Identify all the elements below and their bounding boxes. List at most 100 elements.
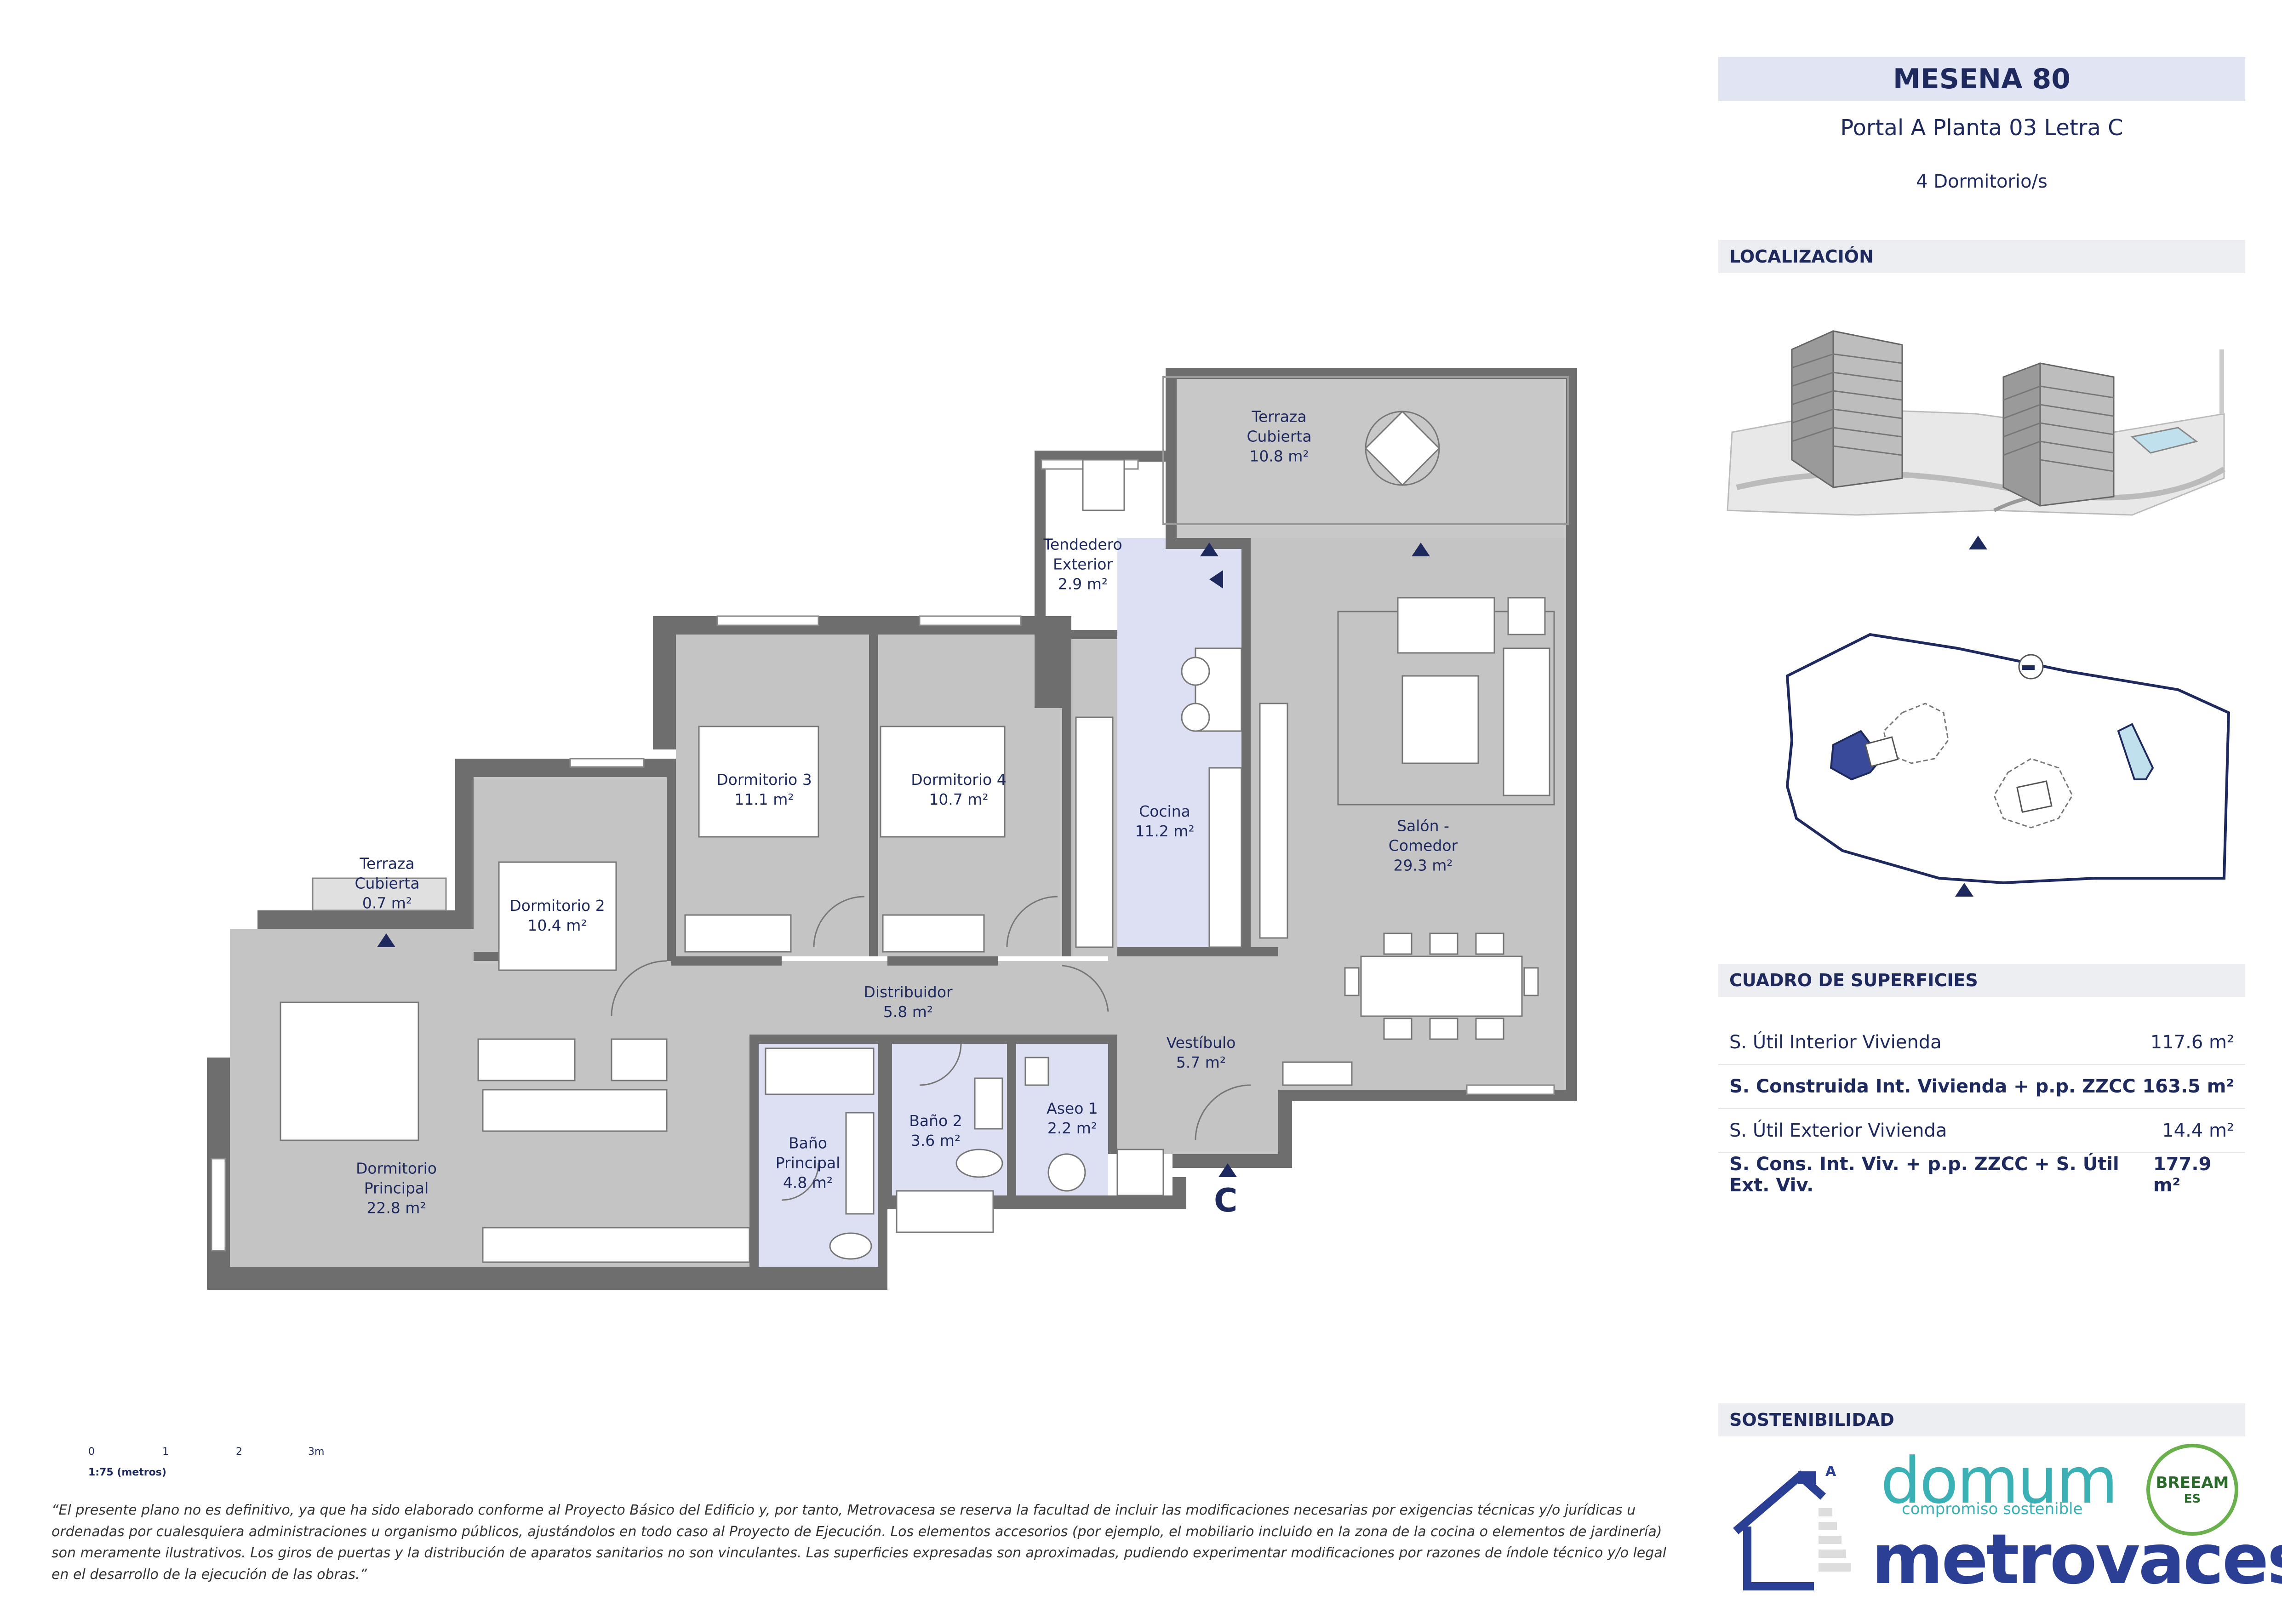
doors — [611, 896, 1251, 1201]
surface-value: 14.4 m² — [2162, 1120, 2234, 1141]
wardrobe — [482, 1089, 668, 1132]
room-cocina: Cocina 11.2 m² — [1135, 802, 1194, 841]
room-area: 5.7 m² — [1176, 1053, 1226, 1071]
room-name: Dormitorio 3 — [716, 771, 812, 789]
room-area: 3.6 m² — [910, 1132, 961, 1149]
energy-class-letter: A — [1825, 1464, 1836, 1480]
room-area: 10.4 m² — [527, 916, 587, 934]
room-name: Cocina — [1139, 802, 1190, 821]
arrow-up-icon — [1412, 543, 1430, 556]
room-bano-principal: Baño Principal 4.8 m² — [776, 1134, 841, 1193]
room-name: Dormitorio 4 — [911, 771, 1007, 789]
furniture — [280, 410, 1555, 1263]
entrance-letter: C — [1214, 1182, 1238, 1219]
wardrobe — [482, 1227, 750, 1263]
breeam-seal-text: BREEAM — [2156, 1474, 2229, 1492]
small-terrace — [312, 877, 447, 911]
unit-subtitle: Portal A Planta 03 Letra C — [1840, 115, 2123, 141]
arrow-left-icon — [1209, 570, 1223, 589]
room-name: Distribuidor — [864, 983, 953, 1001]
room-area: 2.2 m² — [1047, 1119, 1098, 1137]
bed-dormitorio4 — [880, 726, 1006, 838]
room-name: Baño 2 — [909, 1112, 962, 1130]
surface-label: S. Construida Int. Vivienda + p.p. ZZCC — [1729, 1076, 2136, 1097]
row-divider — [1718, 1064, 2245, 1065]
room-area: 11.2 m² — [1135, 822, 1195, 840]
surface-value: 177.9 m² — [2153, 1154, 2212, 1196]
pool-shape-plan — [2117, 723, 2154, 780]
breeam-seal: BREEAM ES — [2146, 1444, 2238, 1536]
wardrobe — [882, 914, 985, 953]
room-dormitorio2: Dormitorio 2 10.4 m² — [509, 896, 605, 936]
arrow-up-icon — [1200, 543, 1218, 556]
pool-shape — [2130, 427, 2198, 454]
surface-value: 117.6 m² — [2150, 1032, 2234, 1053]
view-arrow-icon — [1969, 536, 1987, 549]
energy-rating-house-icon: A — [1733, 1464, 1851, 1590]
room-area: 2.9 m² — [1058, 575, 1108, 593]
domum-logo: domum — [1881, 1444, 2118, 1518]
breeam-seal-subtext: ES — [2184, 1492, 2201, 1506]
room-dormitorio-principal: Dormitorio Principal 22.8 m² — [356, 1159, 437, 1218]
room-name: Terraza Cubierta — [1247, 407, 1312, 446]
room-name: Vestíbulo — [1166, 1034, 1236, 1052]
surface-label: S. Útil Exterior Vivienda — [1729, 1120, 1947, 1141]
row-divider — [1718, 1108, 2245, 1109]
project-title: MESENA 80 — [1718, 57, 2245, 101]
room-distribuidor: Distribuidor 5.8 m² — [864, 983, 952, 1022]
room-name: Dormitorio 2 — [509, 897, 605, 915]
room-name: Aseo 1 — [1047, 1099, 1098, 1118]
entrance-arrow-icon — [1218, 1163, 1237, 1177]
bed-principal — [280, 1001, 419, 1141]
wardrobe — [611, 1038, 668, 1081]
room-name: Tendedero Exterior — [1043, 535, 1122, 573]
room-area: 0.7 m² — [362, 894, 412, 912]
domum-logo-subtitle: compromiso sostenible — [1902, 1500, 2083, 1518]
room-name: Baño Principal — [775, 1134, 841, 1172]
wardrobe — [684, 914, 792, 953]
room-name: Dormitorio Principal — [356, 1159, 437, 1197]
orientation-arrows — [377, 543, 1430, 1177]
location-section-header: LOCALIZACIÓN — [1718, 240, 2245, 273]
surface-row-total: S. Cons. Int. Viv. + p.p. ZZCC + S. Útil… — [1718, 1154, 2245, 1196]
surface-label: S. Cons. Int. Viv. + p.p. ZZCC + S. Útil… — [1729, 1154, 2119, 1196]
scale-tick-0: 0 — [88, 1446, 95, 1458]
scale-label: 1:75 (metros) — [88, 1467, 166, 1478]
scale-tick-2: 2 — [236, 1446, 242, 1458]
room-dormitorio3: Dormitorio 3 11.1 m² — [716, 770, 812, 810]
room-name: Salón - Comedor — [1388, 817, 1458, 855]
room-vestibulo: Vestíbulo 5.7 m² — [1167, 1033, 1236, 1073]
surfaces-section-header: CUADRO DE SUPERFICIES — [1718, 964, 2245, 997]
metrovacesa-logo: metrovacesa — [1871, 1520, 2282, 1600]
sustainability-section-header: SOSTENIBILIDAD — [1718, 1403, 2245, 1436]
wardrobe — [477, 1038, 576, 1081]
room-tendedero: Tendedero Exterior 2.9 m² — [1043, 535, 1122, 595]
surface-value: 163.5 m² — [2142, 1076, 2234, 1097]
surface-row-util-exterior: S. Útil Exterior Vivienda 14.4 m² — [1718, 1110, 2245, 1151]
building-render-image — [1727, 330, 2226, 549]
surface-label: S. Útil Interior Vivienda — [1729, 1032, 1942, 1053]
surface-row-construida: S. Construida Int. Vivienda + p.p. ZZCC … — [1718, 1066, 2245, 1107]
room-area: 10.8 m² — [1249, 447, 1309, 465]
surface-row-util-interior: S. Útil Interior Vivienda 117.6 m² — [1718, 1022, 2245, 1063]
room-area: 22.8 m² — [366, 1199, 426, 1217]
room-terraza-cubierta-small: Terraza Cubierta 0.7 m² — [355, 854, 419, 914]
walls — [207, 368, 1577, 1290]
room-aseo1: Aseo 1 2.2 m² — [1047, 1099, 1098, 1138]
room-area: 11.1 m² — [734, 790, 794, 808]
room-bano2: Baño 2 3.6 m² — [909, 1111, 962, 1151]
building-left — [1791, 330, 1903, 488]
room-dormitorio4: Dormitorio 4 10.7 m² — [911, 770, 1006, 810]
bedroom-count: 4 Dormitorio/s — [1916, 171, 2048, 192]
row-divider — [1718, 1152, 2245, 1153]
bed-dormitorio2 — [498, 861, 617, 971]
dining-table — [1360, 955, 1523, 1017]
site-plan-map — [1785, 633, 2231, 897]
building-right — [2002, 362, 2115, 507]
entrance-arrow-icon — [1955, 883, 1973, 897]
interior-walls — [474, 538, 1278, 1267]
arrow-up-icon — [377, 933, 395, 947]
legal-disclaimer: “El presente plano no es definitivo, ya … — [51, 1502, 1667, 1583]
room-area: 29.3 m² — [1393, 856, 1453, 875]
room-name: Terraza Cubierta — [355, 854, 420, 892]
